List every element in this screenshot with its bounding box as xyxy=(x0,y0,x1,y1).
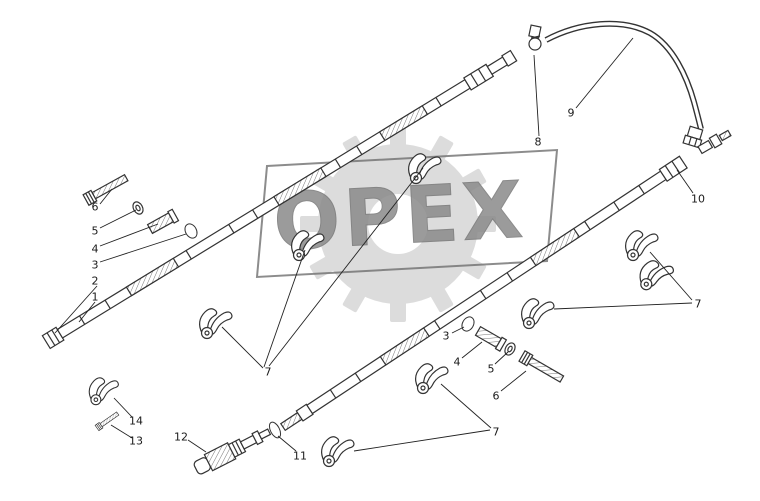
clamp-icon xyxy=(199,308,233,340)
fitting-icon xyxy=(474,324,507,352)
upper-tube xyxy=(41,49,518,350)
clamp-icon xyxy=(321,436,355,468)
ring-icon xyxy=(461,316,475,332)
watermark-gear-icon xyxy=(300,126,496,322)
seal-ring xyxy=(268,421,282,439)
return-pipe xyxy=(544,20,704,149)
bolt-icon xyxy=(82,171,130,206)
clamp-icon xyxy=(637,258,676,294)
clamp-icon xyxy=(520,298,555,330)
watermark-frame xyxy=(255,148,559,279)
washer-icon xyxy=(130,199,146,217)
fitting-icon xyxy=(146,208,180,236)
leader-lines xyxy=(54,37,694,453)
clamp-icon xyxy=(88,377,119,406)
lower-tube xyxy=(279,155,688,432)
bolt-icon xyxy=(518,350,566,385)
banjo-fitting xyxy=(528,24,542,51)
end-fittings xyxy=(697,129,732,155)
nozzle-valve xyxy=(193,428,272,475)
ring-icon xyxy=(184,223,198,239)
clamp-icon xyxy=(415,363,449,395)
